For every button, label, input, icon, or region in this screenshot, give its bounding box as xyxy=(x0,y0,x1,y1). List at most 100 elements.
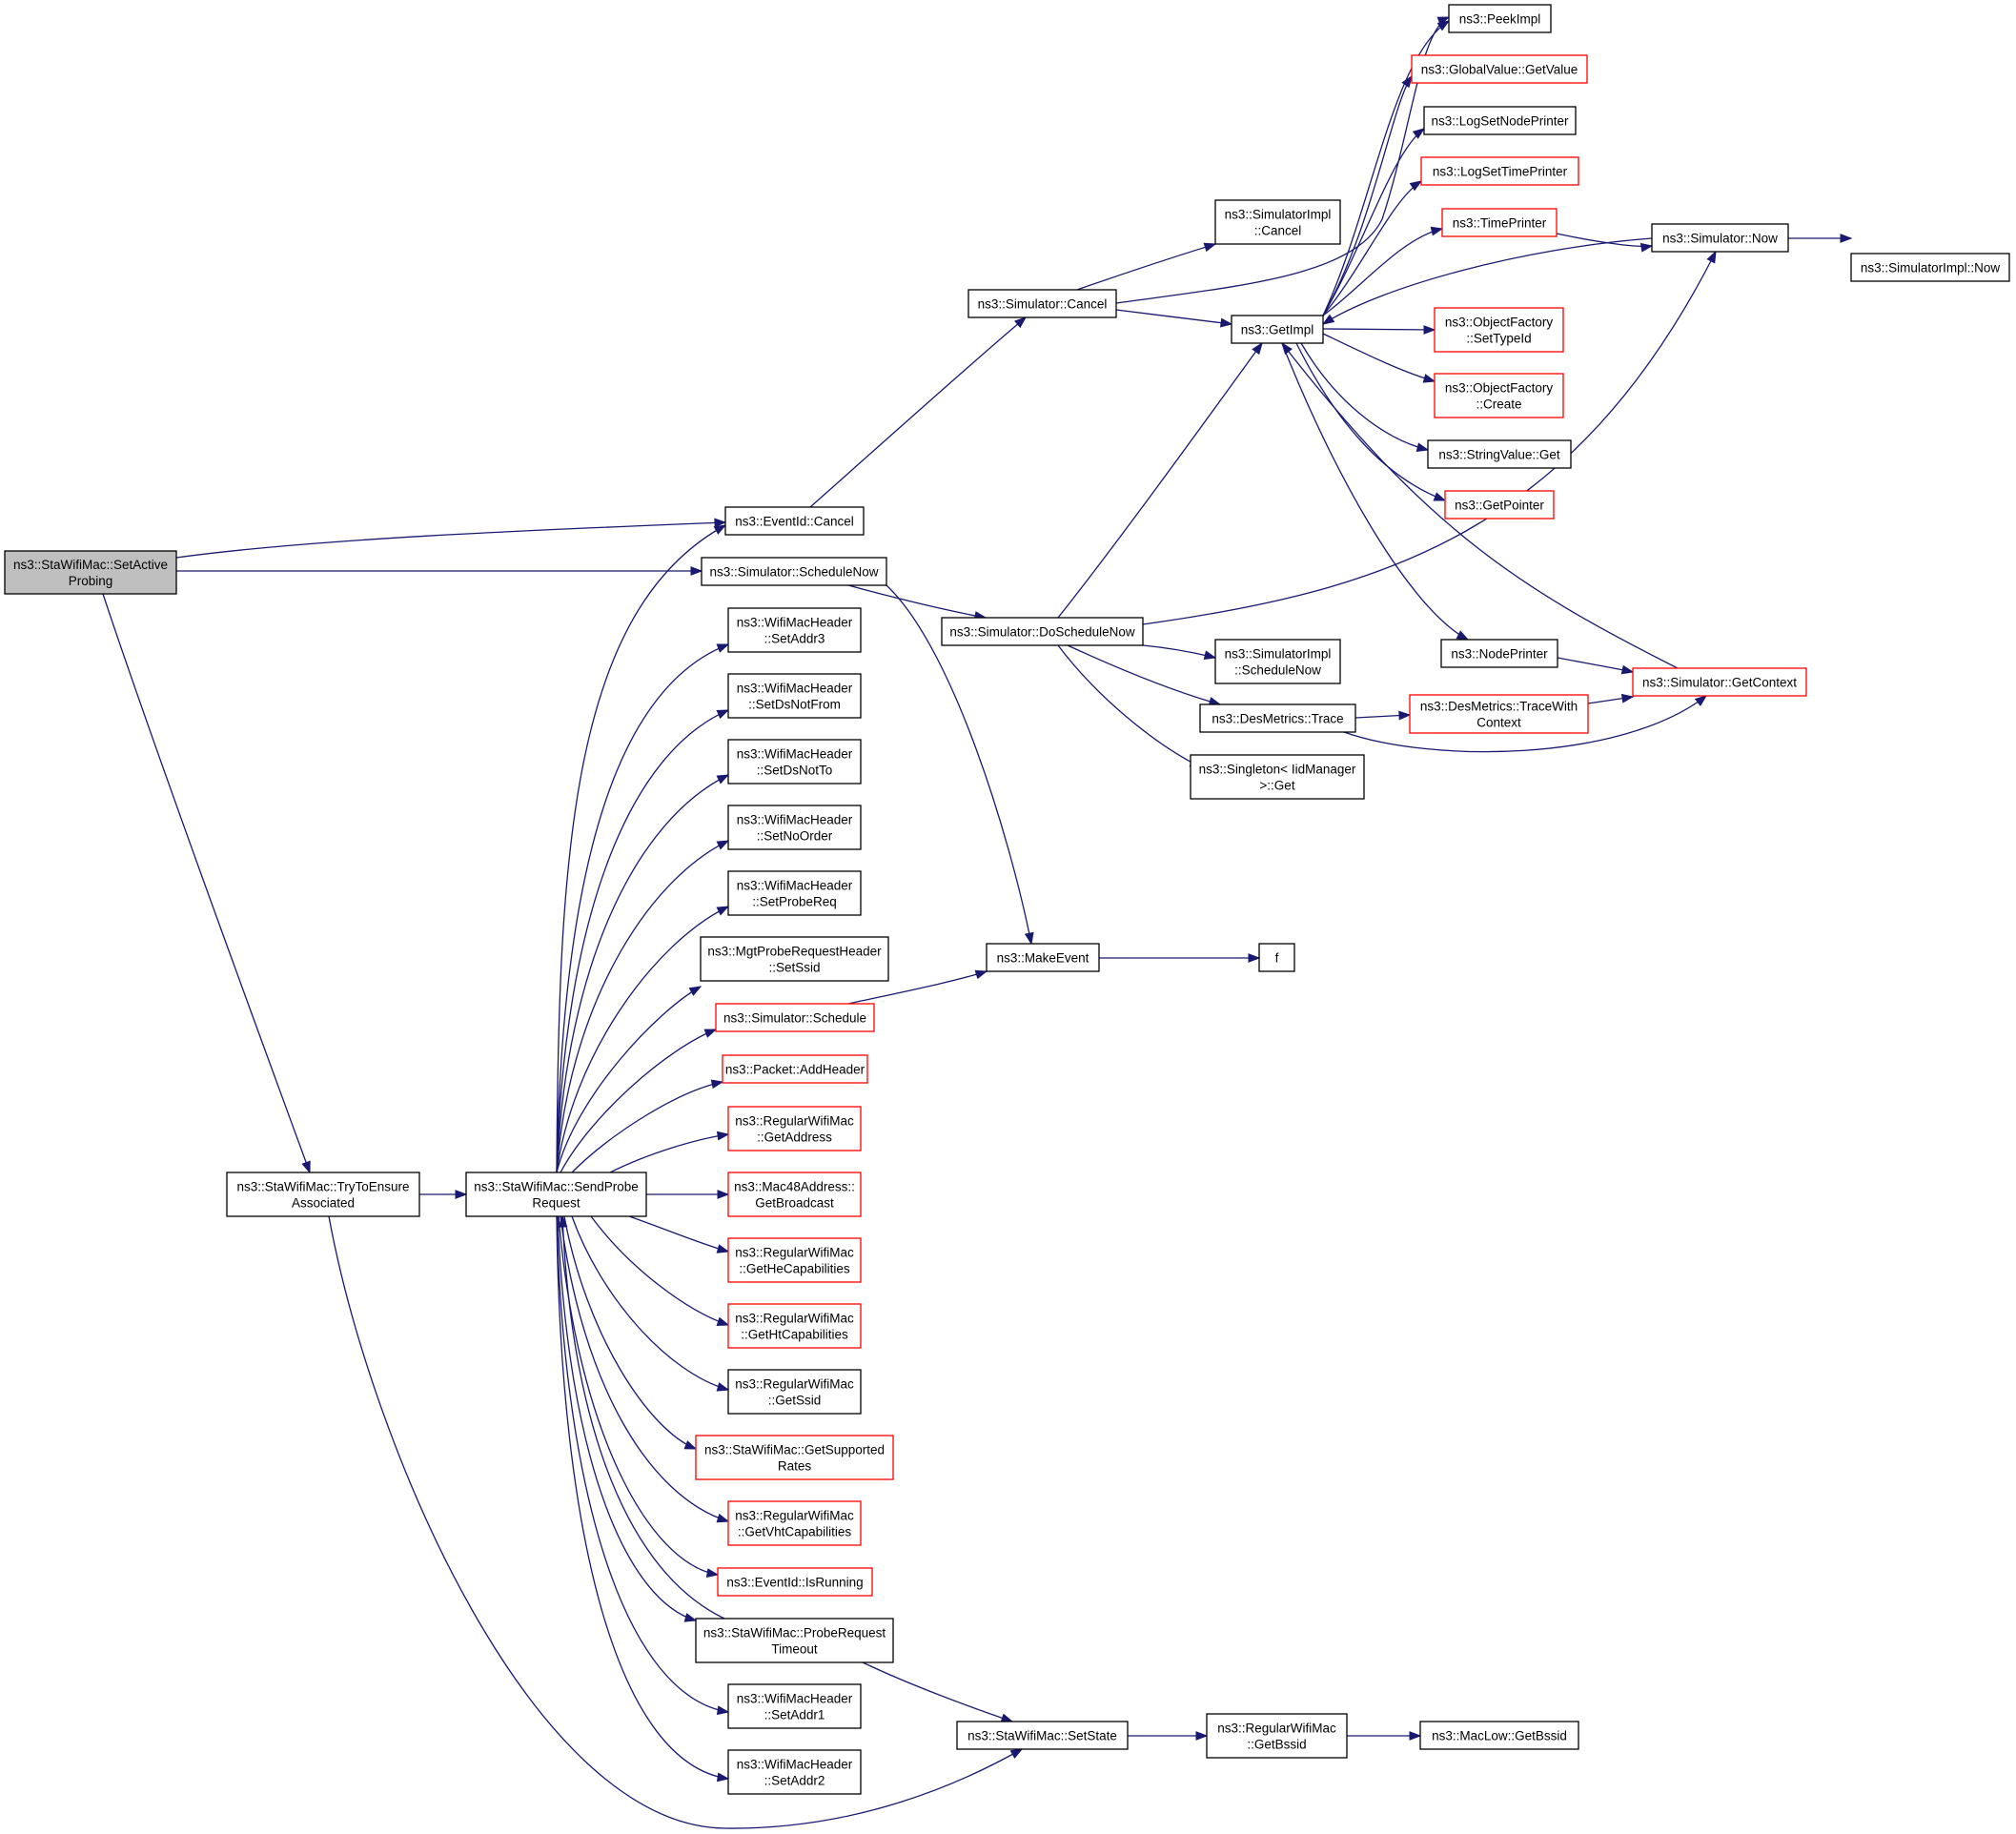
edge-line xyxy=(556,643,729,1173)
node-impl-sched-now[interactable]: ns3::SimulatorImpl::ScheduleNow xyxy=(1214,639,1341,684)
edge-line xyxy=(563,1215,697,1450)
node-set-probe-req[interactable]: ns3::WifiMacHeader::SetProbeReq xyxy=(727,870,862,916)
node-label-line: ns3::SimulatorImpl xyxy=(1225,647,1332,662)
arrowhead xyxy=(1430,226,1444,236)
arrowhead xyxy=(1694,695,1708,706)
arrowhead xyxy=(713,524,727,535)
node-set-state[interactable]: ns3::StaWifiMac::SetState xyxy=(956,1721,1129,1750)
node-f[interactable]: f xyxy=(1258,943,1295,972)
node-event-cancel[interactable]: ns3::EventId::Cancel xyxy=(724,506,865,536)
node-time-printer[interactable]: ns3::TimePrinter xyxy=(1441,208,1558,237)
node-mac-low-bssid[interactable]: ns3::MacLow::GetBssid xyxy=(1419,1721,1579,1750)
node-mgt-set-ssid[interactable]: ns3::MgtProbeRequestHeader::SetSsid xyxy=(700,936,889,982)
node-add-header[interactable]: ns3::Packet::AddHeader xyxy=(722,1054,868,1084)
node-label-line: Request xyxy=(532,1196,580,1211)
node-label-line: ::SetProbeReq xyxy=(752,895,837,909)
node-set-no-order[interactable]: ns3::WifiMacHeader::SetNoOrder xyxy=(727,805,862,850)
node-get-ht-cap[interactable]: ns3::RegularWifiMac::GetHtCapabilities xyxy=(727,1303,862,1349)
edge-line xyxy=(809,316,1027,508)
edge-send-probe-to-set-addr2 xyxy=(556,1215,730,1783)
node-peek-impl[interactable]: ns3::PeekImpl xyxy=(1448,4,1552,33)
node-get-bssid[interactable]: ns3::RegularWifiMac::GetBssid xyxy=(1206,1713,1348,1759)
node-sv-get[interactable]: ns3::StringValue::Get xyxy=(1427,439,1572,469)
arrowhead xyxy=(1321,314,1335,325)
node-get-broadcast[interactable]: ns3::Mac48Address::GetBroadcast xyxy=(727,1172,862,1217)
node-of-create[interactable]: ns3::ObjectFactory::Create xyxy=(1434,373,1564,418)
node-is-running[interactable]: ns3::EventId::IsRunning xyxy=(717,1567,873,1597)
node-get-he-cap[interactable]: ns3::RegularWifiMac::GetHeCapabilities xyxy=(727,1237,862,1283)
edge-send-probe-to-get-ssid xyxy=(571,1215,730,1392)
node-box xyxy=(727,870,862,916)
node-get-ssid[interactable]: ns3::RegularWifiMac::GetSsid xyxy=(727,1369,862,1415)
node-label-line: ns3::WifiMacHeader xyxy=(737,879,853,893)
node-gv-get-value[interactable]: ns3::GlobalValue::GetValue xyxy=(1411,54,1588,84)
node-label-line: ::SetAddr3 xyxy=(764,632,825,646)
node-get-address[interactable]: ns3::RegularWifiMac::GetAddress xyxy=(727,1106,862,1151)
edge-do-sched-now-to-impl-sched-now xyxy=(1142,644,1217,660)
node-box xyxy=(715,1003,875,1032)
node-set-addr1[interactable]: ns3::WifiMacHeader::SetAddr1 xyxy=(727,1683,862,1729)
edge-send-probe-to-get-ht-cap xyxy=(590,1215,730,1326)
edge-line xyxy=(556,840,729,1173)
node-log-time-printer[interactable]: ns3::LogSetTimePrinter xyxy=(1420,156,1579,186)
node-label-line: ns3::Simulator::DoScheduleNow xyxy=(949,625,1135,640)
node-impl-now[interactable]: ns3::SimulatorImpl::Now xyxy=(1850,253,2010,282)
node-singleton-get[interactable]: ns3::Singleton< IidManager>::Get xyxy=(1190,754,1365,800)
arrowhead xyxy=(1195,1731,1209,1741)
node-label-line: ns3::Mac48Address:: xyxy=(734,1180,855,1194)
node-label-line: ns3::StaWifiMac::SendProbe xyxy=(474,1180,639,1194)
node-label-line: ::SetDsNotTo xyxy=(757,764,833,778)
node-des-trace[interactable]: ns3::DesMetrics::Trace xyxy=(1199,703,1356,733)
node-log-node-printer[interactable]: ns3::LogSetNodePrinter xyxy=(1423,106,1577,135)
edge-line xyxy=(1142,644,1216,659)
node-sched-now[interactable]: ns3::Simulator::ScheduleNow xyxy=(701,557,887,586)
node-impl-cancel[interactable]: ns3::SimulatorImpl::Cancel xyxy=(1214,199,1341,245)
node-get-context[interactable]: ns3::Simulator::GetContext xyxy=(1632,667,1807,697)
node-do-sched-now[interactable]: ns3::Simulator::DoScheduleNow xyxy=(941,617,1144,646)
edge-sim-now-to-impl-now xyxy=(1787,234,1853,243)
node-sim-now[interactable]: ns3::Simulator::Now xyxy=(1651,223,1789,253)
edge-line xyxy=(1322,20,1450,316)
node-set-addr3[interactable]: ns3::WifiMacHeader::SetAddr3 xyxy=(727,607,862,653)
arrowhead xyxy=(716,774,730,785)
node-box xyxy=(727,739,862,785)
node-set-ds-not-from[interactable]: ns3::WifiMacHeader::SetDsNotFrom xyxy=(727,673,862,719)
node-of-set-type-id[interactable]: ns3::ObjectFactory::SetTypeId xyxy=(1434,307,1564,353)
node-box xyxy=(1409,694,1589,734)
arrowhead xyxy=(1281,341,1293,356)
edge-send-probe-to-mgt-set-ssid xyxy=(556,986,703,1173)
node-sim-cancel[interactable]: ns3::Simulator::Cancel xyxy=(967,289,1117,318)
node-make-event[interactable]: ns3::MakeEvent xyxy=(986,943,1100,972)
node-get-vht-cap[interactable]: ns3::RegularWifiMac::GetVhtCapabilities xyxy=(727,1500,862,1546)
edge-get-impl-to-time-printer xyxy=(1322,226,1444,316)
edge-line xyxy=(628,1215,729,1253)
node-node-printer[interactable]: ns3::NodePrinter xyxy=(1440,639,1558,668)
node-label-line: ns3::Simulator::Now xyxy=(1662,232,1778,246)
node-set-ds-not-to[interactable]: ns3::WifiMacHeader::SetDsNotTo xyxy=(727,739,862,785)
edge-line xyxy=(556,774,729,1173)
node-sim-schedule[interactable]: ns3::Simulator::Schedule xyxy=(715,1003,875,1032)
node-box xyxy=(1850,253,2010,282)
edge-send-probe-to-set-addr3 xyxy=(556,643,730,1173)
node-label-line: ns3::Simulator::ScheduleNow xyxy=(709,565,878,580)
edge-line xyxy=(556,906,729,1173)
node-set-addr2[interactable]: ns3::WifiMacHeader::SetAddr2 xyxy=(727,1749,862,1795)
node-box xyxy=(4,550,177,595)
node-label-line: ns3::PeekImpl xyxy=(1459,12,1541,27)
node-box xyxy=(226,1172,420,1217)
node-get-impl[interactable]: ns3::GetImpl xyxy=(1231,315,1324,344)
node-label-line: ns3::WifiMacHeader xyxy=(737,682,853,696)
edge-line xyxy=(1322,128,1425,316)
node-label-line: ns3::Simulator::Cancel xyxy=(978,297,1108,312)
arrowhead xyxy=(1706,250,1717,264)
arrowhead xyxy=(1620,693,1635,703)
node-get-pointer[interactable]: ns3::GetPointer xyxy=(1444,490,1555,520)
arrowhead xyxy=(1014,316,1028,329)
edge-get-impl-to-log-node-printer xyxy=(1322,128,1426,316)
